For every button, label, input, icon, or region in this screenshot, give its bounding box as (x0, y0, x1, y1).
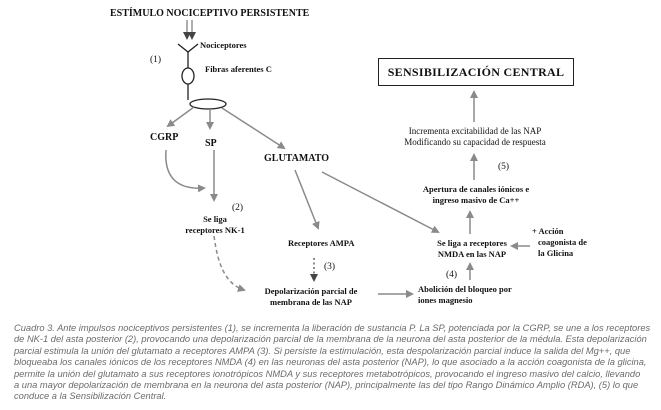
accion-line2: coagonista de (538, 237, 587, 247)
caption-line-2: de NK-1 del asta posterior (2), provocan… (14, 333, 647, 345)
apertura-node: Apertura de canales iónicos e ingreso ma… (414, 184, 538, 206)
caption-line-5: permite la unión del glutamato a sus rec… (14, 367, 641, 379)
depol-node: Depolarización parcial de membrana de la… (246, 286, 376, 308)
arrow-to-glutamato (221, 107, 286, 150)
glutamato-label: GLUTAMATO (264, 153, 330, 164)
nerve-fiber (177, 43, 227, 110)
step-4-label: (4) (446, 270, 458, 280)
step-5-label: (5) (498, 162, 510, 172)
depol-line1: Depolarización parcial de (264, 286, 358, 296)
nmda-line1: Se liga a receptores (437, 238, 507, 248)
arrow-cgrp-potentiation (165, 149, 206, 193)
step-3-label: (3) (324, 262, 336, 272)
arrow-glu-to-nmda (321, 171, 440, 233)
nk1-line1: Se liga (203, 214, 227, 224)
incrementa-node: Incrementa excitabilidad de las NAP Modi… (400, 126, 550, 148)
caption-line-1: Cuadro 3. Ante impulsos nociceptivos per… (14, 322, 651, 333)
arrow-to-cgrp (166, 106, 195, 128)
incr-line2: Modificando su capacidad de respuesta (404, 137, 546, 147)
sp-label: SP (205, 138, 217, 149)
nmda-node: Se liga a receptores NMDA en las NAP (424, 238, 520, 260)
depol-line2: membrana de las NAP (270, 297, 352, 307)
nmda-line2: NMDA en las NAP (437, 249, 507, 259)
nk1-node: Se liga receptores NK-1 (180, 214, 250, 236)
diagram-arrows (165, 20, 530, 298)
apert-line1: Apertura de canales iónicos e (422, 184, 530, 194)
accion-line3: la Glicina (538, 248, 574, 258)
caption-line-4: bloqueaba los canales iónicos de los rec… (14, 356, 647, 368)
glicina-node: + Acción coagonista de la Glicina (532, 226, 587, 259)
ampa-label: Receptores AMPA (288, 238, 355, 248)
arrow-glu-to-ampa (294, 169, 320, 230)
incr-line1: Incrementa excitabilidad de las NAP (408, 126, 542, 136)
caption-line-6: a una mayor depolarización de membrana e… (14, 379, 639, 391)
cgrp-label: CGRP (150, 132, 179, 143)
fibras-label: Fibras aferentes C (205, 64, 272, 74)
caption-line-3: parcial estimula la unión del glutamato … (14, 344, 631, 356)
nk1-line2: receptores NK-1 (185, 225, 245, 235)
stimulus-arrows (183, 20, 196, 40)
arrow-nk1-to-depol (213, 235, 246, 292)
abol-line2: iones magnesio (418, 295, 473, 305)
accion-line1: + Acción (532, 226, 564, 236)
diagram: ESTÍMULO NOCICEPTIVO PERSISTENTE (1) Noc… (110, 8, 587, 308)
nociceptores-label: Nociceptores (200, 40, 247, 50)
caption-line-7: conduce a la Sensibilización Central. (14, 390, 167, 402)
step-2-label: (2) (232, 203, 244, 213)
figure-caption: Cuadro 3. Ante impulsos nociceptivos per… (14, 322, 654, 402)
apert-line2: ingreso masivo de Ca++ (432, 195, 520, 205)
abol-line1: Abolición del bloqueo por (418, 284, 512, 294)
sensibilizacion-central-box: SENSIBILIZACIÓN CENTRAL (378, 58, 574, 86)
step-1-label: (1) (150, 55, 162, 65)
abolicion-node: Abolición del bloqueo por iones magnesio (418, 284, 512, 306)
top-label: ESTÍMULO NOCICEPTIVO PERSISTENTE (110, 8, 310, 19)
